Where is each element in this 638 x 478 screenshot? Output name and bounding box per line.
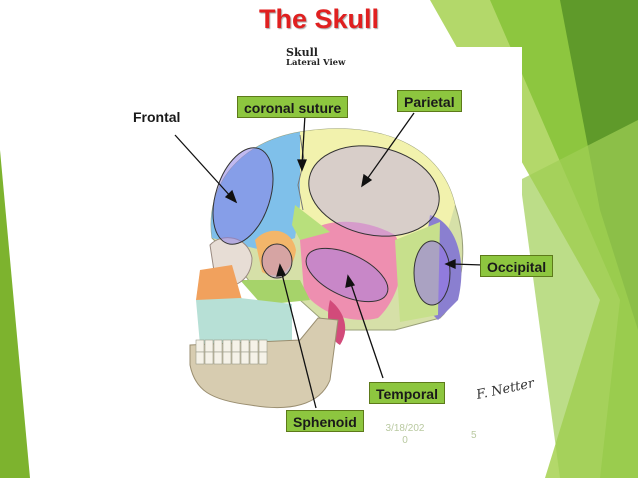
coronal-suture-line (297, 134, 305, 211)
sphenoid-pointer (280, 269, 317, 409)
figure-subtitle: Lateral View (286, 58, 346, 68)
temporal-highlight (305, 247, 389, 303)
teeth (195, 339, 268, 365)
slide-title: The Skull (258, 4, 380, 34)
figure-title: Skull (286, 46, 318, 59)
coronal-suture-tag: coronal suture (237, 96, 349, 118)
occipital-arrowhead (444, 258, 456, 270)
occipital-pointer (451, 263, 484, 266)
sphenoid-arrowhead (276, 263, 286, 277)
left-green-wedge (0, 150, 30, 478)
sphenoid-highlight (261, 243, 293, 279)
frontal-label: Frontal (133, 109, 181, 125)
coronal-suture-pointer (301, 114, 306, 166)
parietal-tag: Parietal (397, 90, 462, 112)
temporal-pointer (349, 280, 384, 379)
occipital-highlight (413, 240, 451, 306)
right-green-band-pale (520, 120, 638, 478)
frontal-pointer (174, 134, 233, 199)
temporal-tag: Temporal (369, 382, 445, 404)
parietal-highlight (308, 145, 440, 237)
footer-date: 3/18/2020 (385, 423, 425, 446)
zygomatic-bone (240, 280, 310, 305)
parietal-pointer (364, 112, 415, 183)
maxilla (196, 298, 292, 350)
occipital-tag: Occipital (480, 255, 554, 277)
parietal-arrowhead (361, 173, 373, 188)
greater-wing-area (292, 205, 330, 240)
sphenoid-tag: Sphenoid (286, 410, 364, 432)
frontal-highlight (212, 147, 274, 245)
page-number: 5 (471, 430, 477, 441)
coronal-suture-arrowhead (297, 159, 307, 172)
frontal-arrowhead (224, 189, 238, 204)
temporal-arrowhead (345, 274, 356, 288)
